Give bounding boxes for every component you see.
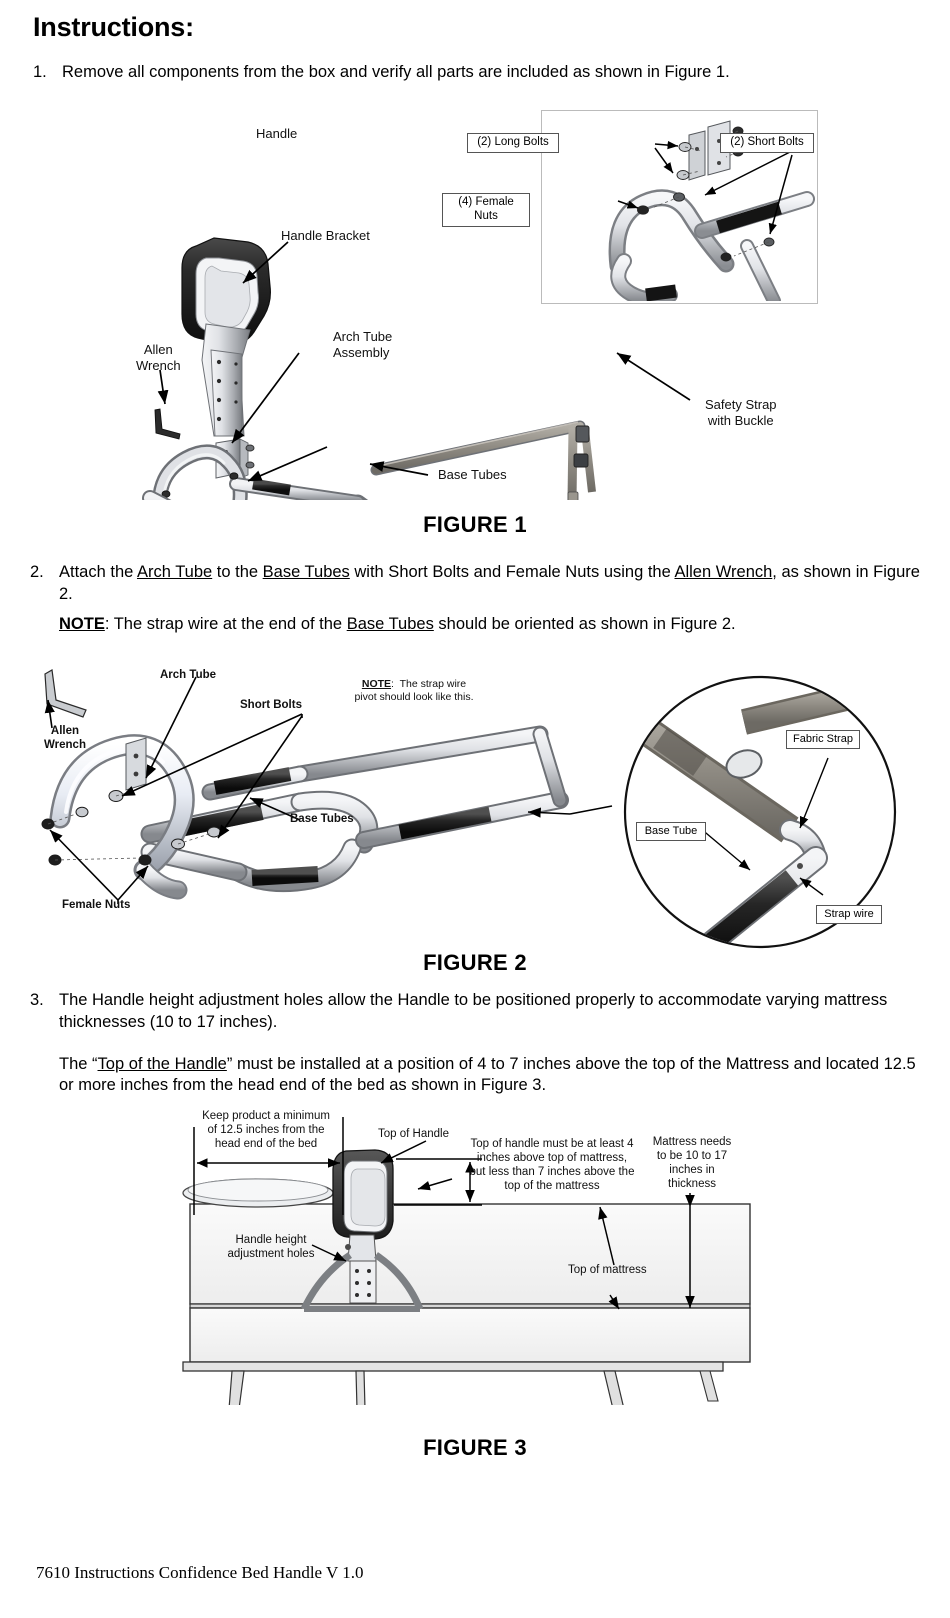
step-2-part-b: to the [212, 563, 263, 581]
figure-2-svg [41, 669, 897, 949]
step-2-part-d: , as shown in Figure 2. [59, 563, 920, 603]
figure-3-leader-lines [311, 1140, 695, 1310]
step-1-number: 1. [33, 63, 47, 81]
figure-3-caption: FIGURE 3 [423, 1435, 527, 1460]
step-2: 2. Attach the Arch Tube to the Base Tube… [30, 562, 920, 635]
figure-1-svg [142, 237, 691, 500]
step-2-link-arch-tube: Arch Tube [136, 563, 213, 581]
step-3-text: The Handle height adjustment holes allow… [59, 991, 888, 1031]
label-handle-height-holes: Handle height adjustment holes [227, 1234, 315, 1261]
figure-1-inset: (2) Long Bolts (2) Short Bolts (4) Femal… [442, 110, 818, 304]
figure-2-graphic: Arch Tube Short Bolts Allen Wrench Femal… [0, 652, 950, 952]
figure-1-graphic: (2) Long Bolts (2) Short Bolts (4) Femal… [0, 100, 950, 500]
label-strap-wire: Strap wire [816, 905, 882, 925]
figure-2-note-label: NOTE [361, 678, 392, 690]
handle-drawing-3 [300, 1149, 424, 1312]
step-2-part-a: Attach the [59, 563, 137, 581]
bed-drawing [182, 1178, 751, 1405]
step-3: 3. The Handle height adjustment holes al… [30, 990, 920, 1097]
safety-strap-part [370, 420, 596, 500]
note-label: NOTE [59, 614, 105, 633]
label-female-nuts-2: Female Nuts [62, 899, 131, 911]
note-link-base-tubes: Base Tubes [346, 614, 434, 633]
step-3-number: 3. [30, 991, 44, 1009]
label-long-bolts: (2) Long Bolts [467, 133, 559, 153]
document-footer: 7610 Instructions Confidence Bed Handle … [36, 1563, 364, 1582]
label-handle: Handle [256, 126, 298, 141]
step-1-text: Remove all components from the box and v… [62, 63, 730, 81]
label-base-tube-detail: Base Tube [636, 822, 706, 842]
label-fabric-strap: Fabric Strap [786, 730, 860, 750]
label-base-tubes: Base Tubes [438, 467, 507, 482]
step-3-paragraph: The “Top of the Handle” must be installe… [59, 1054, 920, 1098]
figure-1-inset-svg [608, 120, 815, 301]
step-1: 1. Remove all components from the box an… [33, 62, 913, 84]
base-tubes-part-2 [140, 725, 569, 893]
label-allen-wrench-2: Allen Wrench [44, 725, 86, 752]
dimension-handle-height [394, 1158, 482, 1206]
base-tubes-part [142, 472, 369, 500]
label-arch-tube-2: Arch Tube [160, 669, 217, 681]
handle-part [181, 237, 271, 437]
figure-1-leader-lines [157, 241, 691, 482]
note-part-b: should be oriented as shown in Figure 2. [433, 614, 736, 633]
arch-tube-part-2 [49, 734, 195, 900]
label-female-nuts: (4) Female Nuts [442, 193, 530, 227]
figure-2-caption: FIGURE 2 [423, 950, 527, 975]
step-2-link-allen-wrench: Allen Wrench [674, 563, 773, 581]
label-mattress-thickness: Mattress needs to be 10 to 17 inches in … [652, 1136, 732, 1191]
step-2-text: Attach the Arch Tube to the Base Tubes w… [59, 562, 920, 606]
figure-1-caption: FIGURE 1 [423, 512, 527, 537]
label-arch-tube-assembly: Arch Tube Assembly [333, 329, 393, 360]
step-2-link-base-tubes: Base Tubes [262, 563, 350, 581]
label-allen-wrench: Allen Wrench [136, 342, 181, 373]
figure-3-graphic: Keep product a minimum of 12.5 inches fr… [0, 1105, 950, 1405]
step-3-link-top-of-handle: Top of the Handle [97, 1054, 227, 1073]
figure-2-note: NOTE: The strap wire pivot should look l… [334, 678, 494, 704]
figure-2-note-text: : The strap wire pivot should look like … [354, 678, 474, 703]
step-2-part-c: with Short Bolts and Female Nuts using t… [349, 563, 675, 581]
allen-wrench-part-2 [44, 669, 87, 718]
step-2-number: 2. [30, 563, 44, 581]
label-top-of-handle: Top of Handle [378, 1128, 449, 1140]
label-short-bolts-2: Short Bolts [240, 699, 302, 711]
label-min-distance: Keep product a minimum of 12.5 inches fr… [202, 1110, 330, 1151]
note-part-a: : The strap wire at the end of the [104, 614, 347, 633]
step-2-note: NOTE: The strap wire at the end of the B… [59, 614, 920, 636]
label-handle-bracket: Handle Bracket [281, 228, 370, 243]
figure-2-leader-lines [44, 676, 571, 901]
label-top-of-mattress: Top of mattress [568, 1264, 647, 1276]
label-safety-strap: Safety Strap with Buckle [705, 397, 777, 428]
label-short-bolts: (2) Short Bolts [720, 133, 814, 153]
page-title: Instructions: [33, 12, 194, 42]
label-base-tubes-2: Base Tubes [290, 813, 354, 825]
allen-wrench-part [154, 408, 181, 440]
step-3-part-b: ” must be installed at a position of 4 t… [59, 1054, 916, 1095]
label-handle-clearance: Top of handle must be at least 4 inches … [469, 1138, 635, 1193]
step-3-part-a: The “ [59, 1054, 98, 1073]
dimension-12-5-inches [193, 1117, 344, 1215]
figure-3-svg [182, 1117, 751, 1405]
